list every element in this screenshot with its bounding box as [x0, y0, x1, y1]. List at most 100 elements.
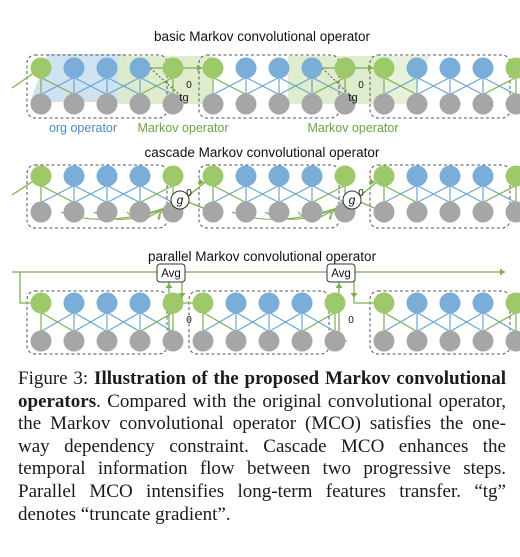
caption-bold: Illustration of the proposed Markov conv… — [18, 368, 507, 412]
basic-block-1-bottom-node-2 — [63, 93, 85, 115]
parallel-block-3-box — [369, 290, 511, 355]
basic-block-1-bottom-node-5 — [162, 93, 184, 115]
cascade-block-1-top-node-3 — [96, 165, 118, 187]
parallel-block-2-bottom-node-4 — [291, 330, 313, 352]
basic-flow-2-head — [368, 64, 373, 72]
basic-block-3-bottom-node-4 — [472, 93, 494, 115]
parallel-block-2-edge — [268, 311, 303, 333]
parallel-block-3-top-node-2 — [406, 292, 428, 314]
basic-block-1-edge — [73, 76, 108, 96]
cascade-block-3-top-node-1 — [373, 165, 395, 187]
basic-block-3-edge — [416, 76, 451, 96]
parallel-block-1-bottom-node-5 — [162, 330, 184, 352]
panel-title-1: basic Markov convolutional operator — [154, 29, 371, 44]
cascade-out-head-1 — [199, 178, 204, 186]
basic-block-2-edge — [212, 76, 247, 96]
g-label-2: g — [349, 193, 356, 207]
parallel-block-2-top-node-5 — [324, 292, 346, 314]
parallel-block-3-bottom-node-1 — [373, 330, 395, 352]
basic-block-2-bottom-node-5 — [334, 93, 356, 115]
cascade-block-1-edge — [106, 184, 141, 204]
figure-diagram: basic Markov convolutional operator casca… — [11, 29, 520, 355]
parallel-block-3-edge — [449, 311, 484, 333]
basic-block-3-bottom-node-5 — [505, 93, 520, 115]
cascade-block-3-edge — [383, 184, 418, 204]
cascade-block-3-top-node-4 — [472, 165, 494, 187]
panel-title-2: cascade Markov convolutional operator — [145, 145, 380, 160]
basic-block-3-top-node-4 — [472, 57, 494, 79]
cascade-block-1-zero-label: 0 — [186, 188, 192, 199]
g-label-1: g — [177, 193, 184, 207]
cascade-block-2-bottom-node-4 — [301, 201, 323, 223]
markov-operator-label-1: Markov operator — [137, 121, 228, 135]
cascade-block-3-edge — [416, 184, 451, 204]
basic-block-1-bottom-node-4 — [129, 93, 151, 115]
parallel-block-1-top-node-5 — [162, 292, 184, 314]
cascade-block-1-bottom-node-2 — [63, 201, 85, 223]
cascade-block-2-top-node-2 — [235, 165, 257, 187]
cascade-block-2-edge — [245, 184, 280, 204]
g-node-1 — [170, 190, 190, 210]
parallel-block-1-edge — [73, 311, 108, 333]
basic-block-3-bottom-node-1 — [373, 93, 395, 115]
parallel-block-3-bottom-node-4 — [472, 330, 494, 352]
basic-block-1-top-node-5 — [162, 57, 184, 79]
basic-block-2-top-node-2 — [235, 57, 257, 79]
parallel-block-2-top-node-1 — [192, 292, 214, 314]
panel-title-3: parallel Markov convolutional operator — [148, 249, 377, 264]
basic-block-1-top-node-2 — [63, 57, 85, 79]
cascade-block-2-bottom-node-3 — [268, 201, 290, 223]
parallel-block-2-bottom-node-2 — [225, 330, 247, 352]
parallel-block-1-box — [26, 290, 168, 355]
parallel-block-2-bottom-node-5 — [324, 330, 346, 352]
parallel-block-1-bottom-node-1 — [30, 330, 52, 352]
basic-block-1-top-node-1 — [30, 57, 52, 79]
cascade-out-head-2 — [370, 178, 375, 186]
parallel-block-1-zero-label: 0 — [186, 315, 192, 326]
cascade-block-1-top-node-4 — [129, 165, 151, 187]
basic-block-3-bottom-node-3 — [439, 93, 461, 115]
cascade-block-1-edge — [40, 184, 75, 204]
parallel-block-2-top-node-3 — [258, 292, 280, 314]
cascade-block-1-bottom-node-1 — [30, 201, 52, 223]
basic-block-2-zero-label: 0 — [358, 80, 364, 91]
parallel-block-1-bottom-node-2 — [63, 330, 85, 352]
cascade-block-2-edge — [278, 184, 313, 204]
avg-label-2: Avg — [331, 268, 351, 280]
basic-block-3-edge — [383, 76, 418, 96]
g-node-2 — [342, 190, 362, 210]
parallel-block-1-top-node-1 — [30, 292, 52, 314]
parallel-block-2-edge — [301, 311, 336, 333]
cascade-block-3-top-node-5 — [505, 165, 520, 187]
cascade-block-3-edge — [482, 184, 517, 204]
parallel-block-1-bottom-node-3 — [96, 330, 118, 352]
basic-block-1-zero-label: 0 — [186, 80, 192, 91]
parallel-block-1-top-node-2 — [63, 292, 85, 314]
cascade-block-3-edge — [449, 184, 484, 204]
basic-block-1-edge — [139, 76, 174, 96]
cascade-block-2-box — [198, 164, 340, 229]
basic-block-2-bottom-node-4 — [301, 93, 323, 115]
avg-box-2 — [326, 263, 356, 283]
basic-block-3-top-node-3 — [439, 57, 461, 79]
parallel-block-3-top-node-1 — [373, 292, 395, 314]
markov-operator-shade-2 — [288, 56, 383, 104]
tg-line-2 — [321, 67, 353, 98]
cascade-block-2-top-node-1 — [202, 165, 224, 187]
parallel-down-head-2 — [350, 293, 358, 298]
basic-block-2-edge — [311, 76, 346, 96]
parallel-up-head-2 — [335, 283, 343, 288]
figure-caption: Figure 3: Illustration of the proposed M… — [18, 368, 506, 526]
tg-label-2: tg — [348, 92, 357, 104]
basic-block-1-edge — [106, 76, 141, 96]
tg-label-1: tg — [179, 92, 188, 104]
basic-block-2-top-node-3 — [268, 57, 290, 79]
parallel-block-1-edge — [40, 311, 75, 333]
parallel-block-1-edge — [139, 311, 174, 333]
parallel-block-3-edge — [383, 311, 418, 333]
cascade-block-1-box — [26, 164, 168, 229]
avg-box-1 — [156, 263, 186, 283]
parallel-down-head-1 — [178, 293, 186, 298]
basic-block-1-top-node-3 — [96, 57, 118, 79]
cascade-block-3-top-node-2 — [406, 165, 428, 187]
